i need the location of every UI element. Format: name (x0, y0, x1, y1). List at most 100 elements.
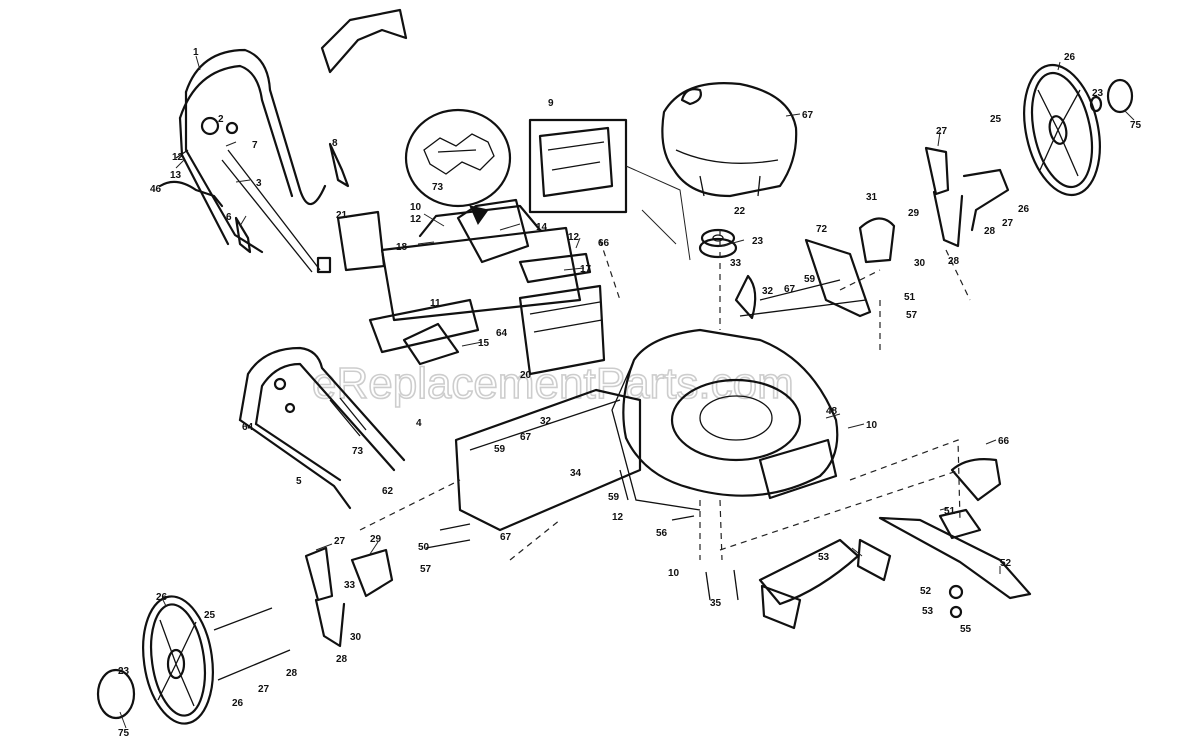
callout-22: 22 (734, 206, 746, 217)
blade-47 (878, 458, 1032, 619)
detail-bubble-72 (404, 108, 512, 226)
callout-1: 1 (193, 47, 199, 58)
callout-33: 29 (908, 208, 920, 219)
callout-26b: 25 (204, 610, 216, 621)
callout-72: 73 (432, 182, 444, 193)
engine-64 (661, 82, 798, 198)
callout-48: 52 (920, 586, 932, 597)
callout-32: 28 (948, 256, 960, 267)
upper-handle (178, 8, 408, 273)
callout-32b: 28 (336, 654, 348, 665)
pulley-22 (698, 228, 738, 259)
callout-3: 3 (256, 178, 262, 189)
callout-8: 8 (332, 138, 338, 149)
callout-10: 10 (410, 202, 422, 213)
leader-lines (119, 55, 1135, 729)
mulching-plug-51 (758, 538, 892, 630)
callout-58b: 64 (496, 328, 508, 339)
callout-25: 23 (1092, 88, 1104, 99)
callout-31b: 27 (334, 536, 346, 547)
height-adjuster-31-left (213, 546, 394, 681)
callout-62: 66 (998, 436, 1010, 447)
callout-28: 26 (1018, 204, 1030, 215)
callout-74: 73 (352, 446, 364, 457)
detail-box-9 (528, 118, 691, 261)
callout-34b: 30 (350, 632, 362, 643)
callout-12b: 12 (410, 214, 422, 225)
callout-57: 62 (382, 486, 394, 497)
callout-64: 67 (802, 110, 814, 121)
callout-53b: 57 (420, 564, 432, 575)
callout-56: 59 (608, 492, 620, 503)
handle-controls (158, 116, 350, 274)
callout-30b: 28 (286, 668, 298, 679)
callout-43: 46 (150, 184, 162, 195)
rear-chute-assembly (368, 198, 606, 376)
callout-66: 67 (784, 284, 796, 295)
callout-labels: 1 2 7 8 12 13 3 46 6 21 73 10 12 14 12 1… (118, 47, 1142, 739)
callout-66c: 67 (500, 532, 512, 543)
callout-55b: 59 (494, 444, 506, 455)
callout-27b: 26 (156, 592, 168, 603)
callout-10b: 10 (668, 568, 680, 579)
callout-37b: 32 (540, 416, 552, 427)
callout-40: 34 (570, 468, 582, 479)
callout-12: 12 (172, 152, 184, 163)
lower-handle-58 (238, 346, 406, 510)
callout-53: 57 (906, 310, 918, 321)
callout-27: 26 (1064, 52, 1076, 63)
callout-31: 27 (936, 126, 948, 137)
height-adjuster-31-right (924, 146, 1010, 248)
callout-46b: 51 (944, 506, 956, 517)
callout-41: 35 (710, 598, 722, 609)
callout-59: 66 (598, 238, 610, 249)
callout-25b: 23 (118, 666, 130, 677)
callout-52: 56 (656, 528, 668, 539)
watermark-text: eReplacementParts.com (312, 359, 794, 408)
callout-34: 30 (914, 258, 926, 269)
callout-50: 55 (960, 624, 972, 635)
callout-7: 7 (252, 140, 258, 151)
callout-15: 15 (478, 338, 490, 349)
callout-35: 31 (866, 192, 878, 203)
callout-10c: 10 (866, 420, 878, 431)
callout-51: 53 (818, 552, 830, 563)
callout-13: 13 (170, 170, 182, 181)
callout-23: 23 (752, 236, 764, 247)
callout-55: 59 (804, 274, 816, 285)
callout-66b: 67 (520, 432, 532, 443)
deck-10 (611, 328, 839, 511)
callout-12c: 12 (568, 232, 580, 243)
callout-26: 25 (990, 114, 1002, 125)
callout-9: 9 (548, 98, 554, 109)
callout-58: 64 (242, 422, 254, 433)
callout-46: 51 (904, 292, 916, 303)
callout-49: 53 (922, 606, 934, 617)
callout-28b: 26 (232, 698, 244, 709)
callout-44: 48 (826, 406, 838, 417)
callout-47: 52 (1000, 558, 1012, 569)
callout-6: 6 (226, 212, 232, 223)
callout-73: 75 (1130, 120, 1142, 131)
callout-37: 32 (762, 286, 774, 297)
callout-11: 11 (430, 298, 441, 309)
wheel-27-right (1023, 63, 1134, 197)
callout-30: 28 (984, 226, 996, 237)
wheel-27-left (96, 595, 214, 725)
callout-5: 5 (296, 476, 302, 487)
callout-14: 14 (536, 222, 548, 233)
bolts (425, 469, 739, 601)
callout-29: 27 (1002, 218, 1014, 229)
callout-67: 72 (816, 224, 828, 235)
callout-4: 4 (416, 418, 422, 429)
callout-21: 21 (336, 210, 348, 221)
callout-20: 20 (520, 370, 532, 381)
callout-17: 17 (580, 264, 592, 275)
callout-12d: 12 (612, 512, 624, 523)
callout-39b: 33 (344, 580, 356, 591)
callout-18: 18 (396, 242, 408, 253)
callout-75: 75 (118, 728, 130, 739)
rear-axle-panel (454, 388, 642, 532)
callout-45: 50 (418, 542, 430, 553)
